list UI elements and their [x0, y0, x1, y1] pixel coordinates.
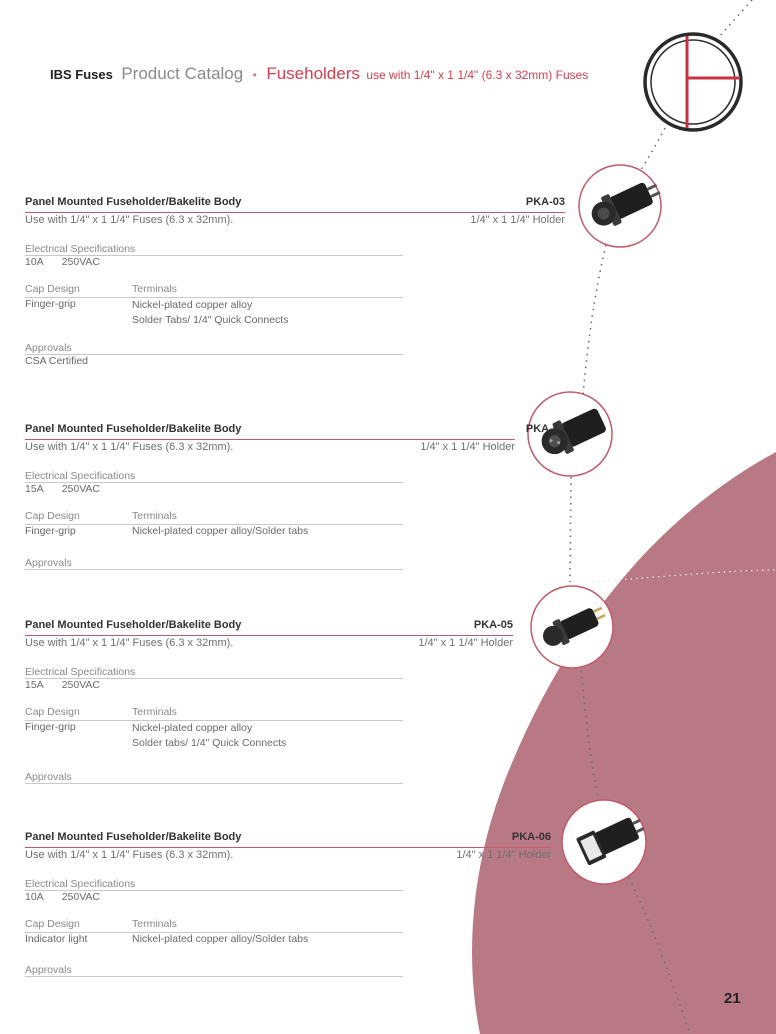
amperage: 10A — [25, 891, 44, 903]
product-code: PKA-04 — [525, 423, 565, 435]
holder-size: 1/4" x 1 1/4" Holder — [456, 849, 551, 861]
terminals-line-1: Nickel-plated copper alloy/Solder tabs — [132, 525, 309, 537]
approvals-label: Approvals — [25, 964, 72, 976]
cap-design-label: Cap Design — [25, 706, 80, 718]
terminals-line-1: Nickel-plated copper alloy — [132, 722, 253, 734]
cap-design-value: Finger-grip — [25, 525, 76, 537]
product-title: Panel Mounted Fuseholder/Bakelite Body — [25, 619, 242, 631]
voltage: 250VAC — [61, 483, 101, 495]
fuse-logo-icon — [643, 32, 743, 132]
voltage: 250VAC — [61, 679, 101, 691]
usage-text: Use with 1/4" x 1 1/4" Fuses (6.3 x 32mm… — [25, 214, 234, 226]
cap-design-label: Cap Design — [25, 918, 80, 930]
amperage: 10A — [25, 256, 44, 268]
holder-size: 1/4" x 1 1/4" Holder — [420, 441, 515, 453]
terminals-label: Terminals — [132, 510, 177, 522]
pka-04-photo — [527, 391, 613, 477]
product-title: Panel Mounted Fuseholder/Bakelite Body — [25, 831, 242, 843]
header-separator: • — [252, 68, 257, 82]
terminals-line-1: Nickel-plated copper alloy/Solder tabs — [132, 933, 309, 945]
electrical-label: Electrical Specifications — [25, 666, 136, 678]
divider — [25, 976, 403, 977]
product-pka-05: Panel Mounted Fuseholder/Bakelite Body P… — [25, 619, 565, 784]
usage-text: Use with 1/4" x 1 1/4" Fuses (6.3 x 32mm… — [25, 849, 234, 861]
page-number: 21 — [724, 990, 741, 1007]
terminals-line-2: Solder tabs/ 1/4" Quick Connects — [132, 737, 287, 749]
product-code: PKA-05 — [473, 619, 513, 631]
approvals-label: Approvals — [25, 771, 72, 783]
product-pka-06: Panel Mounted Fuseholder/Bakelite Body P… — [25, 831, 565, 977]
pka-06-photo — [561, 799, 647, 885]
electrical-label: Electrical Specifications — [25, 878, 136, 890]
divider — [25, 932, 403, 933]
divider — [25, 890, 403, 891]
title-rule — [25, 847, 551, 848]
pink-blob — [472, 452, 776, 1034]
product-pka-03: Panel Mounted Fuseholder/Bakelite Body P… — [25, 196, 565, 367]
divider — [25, 678, 403, 679]
title-rule — [25, 212, 565, 213]
cap-design-label: Cap Design — [25, 510, 80, 522]
divider — [25, 482, 403, 483]
electrical-label: Electrical Specifications — [25, 470, 136, 482]
divider — [25, 783, 403, 784]
product-pka-04: Panel Mounted Fuseholder/Bakelite Body P… — [25, 423, 565, 570]
pka-03-photo — [578, 164, 662, 248]
product-title: Panel Mounted Fuseholder/Bakelite Body — [25, 196, 242, 208]
dotted-path — [569, 0, 753, 1034]
cap-design-value: Finger-grip — [25, 298, 76, 310]
approvals-value: CSA Certified — [25, 355, 89, 367]
product-code: PKA-03 — [525, 196, 565, 208]
divider — [25, 354, 403, 355]
amperage: 15A — [25, 483, 44, 495]
catalog-label: Product Catalog — [121, 64, 244, 83]
electrical-label: Electrical Specifications — [25, 243, 136, 255]
product-title: Panel Mounted Fuseholder/Bakelite Body — [25, 423, 242, 435]
holder-size: 1/4" x 1 1/4" Holder — [418, 637, 513, 649]
approvals-label: Approvals — [25, 342, 72, 354]
category-title: Fuseholders — [266, 64, 360, 83]
amperage: 15A — [25, 679, 44, 691]
divider — [25, 569, 403, 570]
terminals-label: Terminals — [132, 283, 177, 295]
cap-design-value: Indicator light — [25, 933, 88, 945]
page-header: IBS Fuses Product Catalog • Fuseholders … — [50, 64, 588, 84]
approvals-label: Approvals — [25, 557, 72, 569]
terminals-label: Terminals — [132, 706, 177, 718]
title-rule — [25, 635, 513, 636]
usage-text: Use with 1/4" x 1 1/4" Fuses (6.3 x 32mm… — [25, 637, 234, 649]
title-rule — [25, 439, 515, 440]
terminals-line-1: Nickel-plated copper alloy — [132, 299, 253, 311]
terminals-label: Terminals — [132, 918, 177, 930]
holder-size: 1/4" x 1 1/4" Holder — [470, 214, 565, 226]
usage-text: Use with 1/4" x 1 1/4" Fuses (6.3 x 32mm… — [25, 441, 234, 453]
cap-design-label: Cap Design — [25, 283, 80, 295]
brand-name: IBS Fuses — [50, 67, 113, 82]
voltage: 250VAC — [61, 256, 101, 268]
divider — [25, 720, 403, 721]
pka-05-photo — [530, 585, 614, 669]
cap-design-value: Finger-grip — [25, 721, 76, 733]
category-subtitle: use with 1/4" x 1 1/4" (6.3 x 32mm) Fuse… — [366, 68, 589, 82]
terminals-line-2: Solder Tabs/ 1/4" Quick Connects — [132, 314, 289, 326]
divider — [25, 524, 403, 525]
voltage: 250VAC — [61, 891, 101, 903]
product-code: PKA-06 — [511, 831, 551, 843]
divider — [25, 255, 403, 256]
divider — [25, 297, 403, 298]
